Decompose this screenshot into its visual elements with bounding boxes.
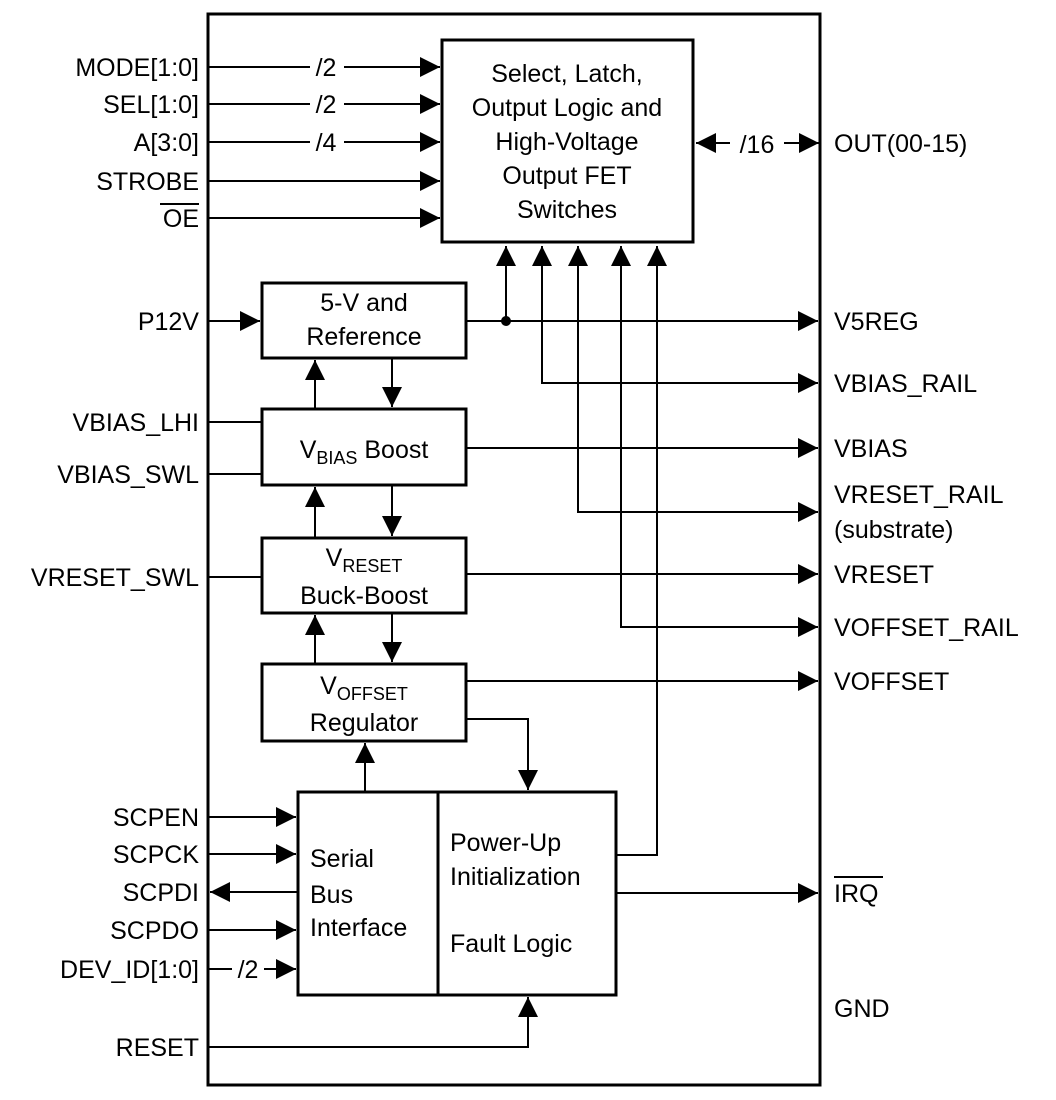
pin-v5reg: V5REG [834, 308, 919, 336]
bus-width-mode: /2 [316, 54, 337, 82]
serial-powerup-block [296, 790, 618, 997]
serial-label-line1: Serial [310, 845, 374, 873]
wire-voffset-to-powerup [466, 718, 538, 790]
logic-block-line3: High-Voltage [495, 128, 638, 156]
pin-scpdo: SCPDO [110, 917, 199, 945]
pin-a: A[3:0] [134, 129, 199, 157]
logic-block-line5: Switches [517, 196, 617, 224]
pin-vbias: VBIAS [834, 435, 908, 463]
pin-vbias-swl: VBIAS_SWL [57, 461, 199, 489]
vbias-boost-label: VBIAS Boost [300, 436, 429, 468]
pin-gnd: GND [834, 995, 890, 1023]
pin-out: OUT(00-15) [834, 130, 967, 158]
pin-scpck: SCPCK [113, 841, 199, 869]
pin-voffset: VOFFSET [834, 668, 949, 696]
voffset-label-line2: Regulator [310, 709, 418, 737]
serial-label-line3: Interface [310, 914, 407, 942]
v5reg-junction-dot [501, 316, 511, 326]
serial-label-line2: Bus [310, 881, 353, 909]
reference-block [260, 281, 468, 360]
powerup-label-line2: Initialization [450, 863, 581, 891]
pin-dev-id: DEV_ID[1:0] [60, 956, 199, 984]
bus-width-out: /16 [740, 131, 775, 159]
wire-powerup-to-logic [616, 246, 667, 856]
reference-block-line2: Reference [306, 323, 421, 351]
pin-oe: OE [163, 205, 199, 233]
voffset-label-line1: VOFFSET [320, 672, 408, 704]
pin-vreset-rail: VRESET_RAIL [834, 481, 1004, 509]
pin-strobe: STROBE [96, 168, 199, 196]
logic-block [440, 38, 695, 244]
vreset-label-line1: VRESET [326, 544, 403, 576]
bus-width-a: /4 [316, 129, 337, 157]
wire-reset [208, 997, 538, 1048]
logic-block-line4: Output FET [502, 162, 631, 190]
wire-vbias-rail [532, 246, 818, 384]
pin-vbias-rail: VBIAS_RAIL [834, 370, 977, 398]
wire-vreset-rail [568, 246, 818, 513]
pin-vreset-swl: VRESET_SWL [31, 564, 199, 592]
pin-mode: MODE[1:0] [75, 54, 199, 82]
bus-width-sel: /2 [316, 91, 337, 119]
reference-block-line1: 5-V and [320, 289, 408, 317]
pin-voffset-rail: VOFFSET_RAIL [834, 614, 1019, 642]
powerup-label-line1: Power-Up [450, 829, 561, 857]
logic-block-line1: Select, Latch, [491, 60, 642, 88]
pin-vreset: VRESET [834, 561, 934, 589]
vreset-buckboost-block [260, 536, 468, 615]
logic-block-line2: Output Logic and [472, 94, 662, 122]
vreset-label-line2: Buck-Boost [300, 582, 428, 610]
fault-logic-label: Fault Logic [450, 930, 572, 958]
chip-outline [206, 12, 822, 1087]
voffset-regulator-block [260, 662, 468, 743]
pin-sel: SEL[1:0] [103, 91, 199, 119]
pin-scpen: SCPEN [113, 804, 199, 832]
pin-vreset-rail-note: (substrate) [834, 516, 953, 544]
bus-width-dev-id: /2 [238, 956, 259, 984]
pin-irq: IRQ [834, 880, 878, 908]
pin-reset: RESET [116, 1034, 199, 1062]
pin-p12v: P12V [138, 308, 199, 336]
pin-scpdi: SCPDI [123, 879, 199, 907]
pin-vbias-lhi: VBIAS_LHI [73, 409, 199, 437]
wire-voffset-rail [611, 246, 818, 628]
